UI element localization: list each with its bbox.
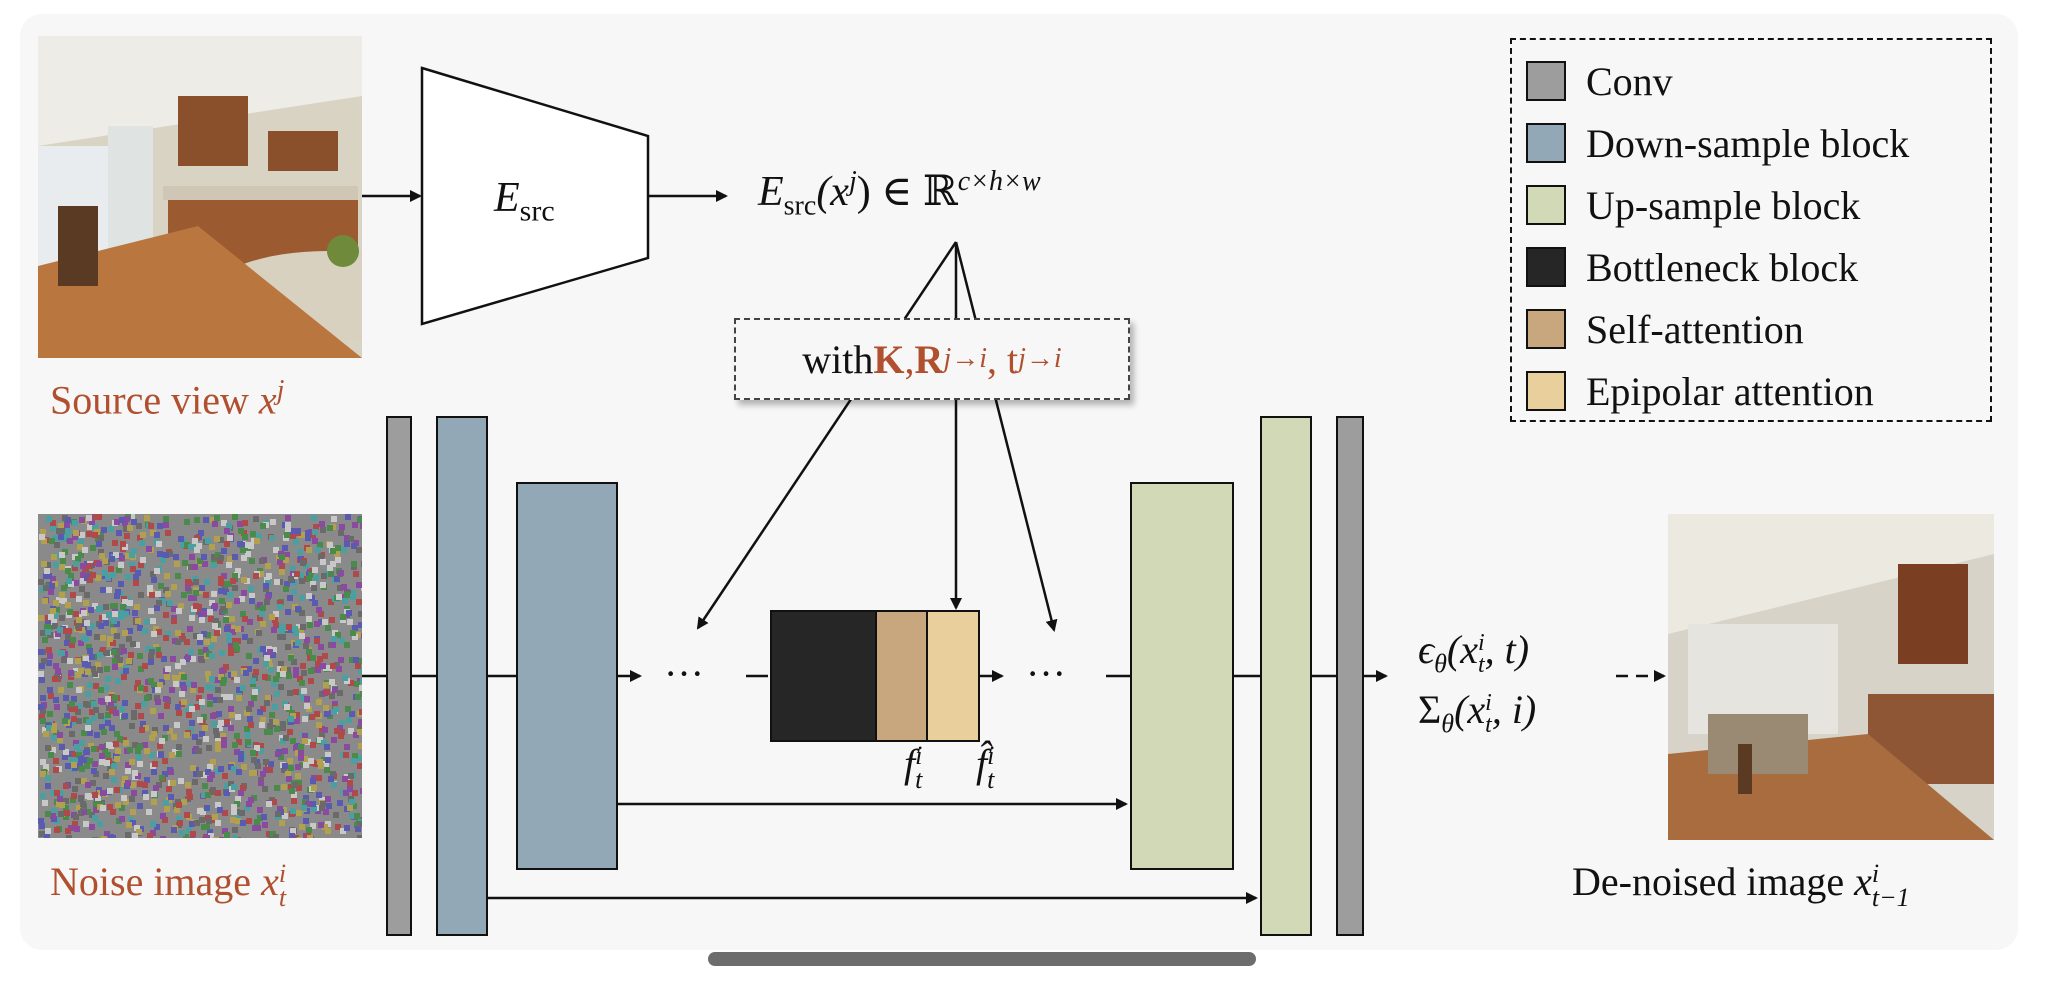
down-sample-block-2: [516, 482, 618, 870]
source-view-caption: Source view xj: [50, 375, 285, 423]
legend-swatch-conv: [1526, 61, 1566, 101]
right-edge-margin: [2026, 0, 2048, 986]
legend-swatch-bottleneck: [1526, 247, 1566, 287]
legend-swatch-self-attention: [1526, 309, 1566, 349]
self-attention-block: [875, 610, 929, 742]
noise-image: [38, 514, 362, 838]
conv-block-out: [1336, 416, 1364, 936]
legend-item-self-attention: Self-attention: [1526, 306, 1804, 352]
up-sample-block-1: [1260, 416, 1312, 936]
legend-item-epipolar-attention: Epipolar attention: [1526, 368, 1874, 414]
source-view-image: [38, 36, 362, 358]
ellipsis-left: ···: [664, 651, 704, 696]
encoded-feature-label: Esrc(xj) ∈ ℝc×h×w: [758, 166, 1041, 222]
up-sample-block-2: [1130, 482, 1234, 870]
ellipsis-right: ···: [1026, 651, 1066, 696]
epipolar-attention-block: [926, 610, 980, 742]
legend-item-down: Down-sample block: [1526, 120, 1909, 166]
encoder-label: Esrc: [494, 175, 555, 228]
legend-swatch-down: [1526, 123, 1566, 163]
legend-item-up: Up-sample block: [1526, 182, 1860, 228]
down-sample-block-1: [436, 416, 488, 936]
legend: Conv Down-sample block Up-sample block B…: [1510, 38, 1992, 422]
legend-item-bottleneck: Bottleneck block: [1526, 244, 1858, 290]
encoder-trapezoid: [420, 66, 650, 326]
legend-item-conv: Conv: [1526, 58, 1673, 104]
horizontal-scrollbar[interactable]: [708, 952, 1256, 966]
legend-swatch-up: [1526, 185, 1566, 225]
conv-block-in: [386, 416, 412, 936]
denoised-image: [1668, 514, 1994, 840]
bottleneck-block: [770, 610, 878, 742]
legend-swatch-epipolar-attention: [1526, 371, 1566, 411]
